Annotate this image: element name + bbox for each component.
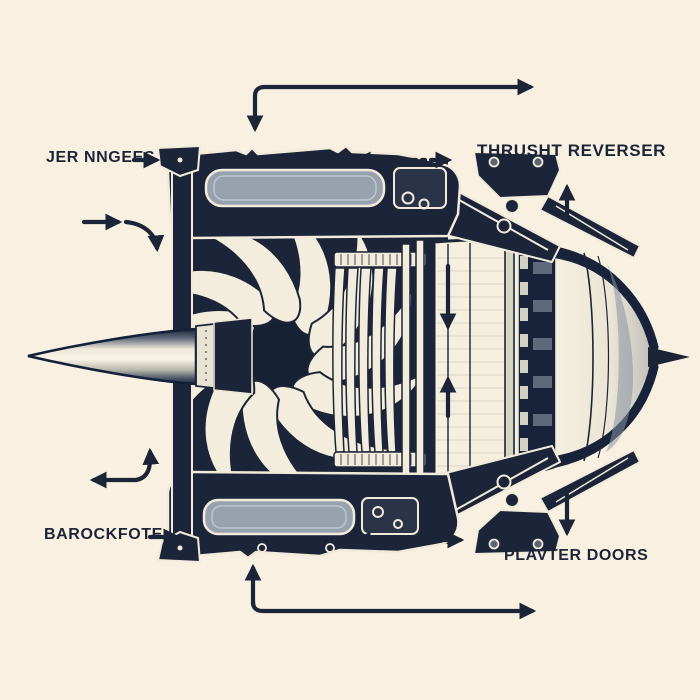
bottom-subpanel [361, 497, 419, 535]
aft-shading [556, 250, 657, 464]
cone-body [27, 327, 198, 386]
bottom-panel [202, 498, 356, 536]
guide-vanes [332, 239, 427, 481]
latch [325, 543, 335, 553]
exhaust-spike [648, 347, 690, 367]
aft-gray-band [606, 262, 633, 452]
label-bottom-left: BAROCKFOTE [44, 526, 163, 543]
bottom-cowl-frame [166, 470, 562, 560]
top-pivot [496, 218, 512, 234]
aft-top-crescent [547, 248, 659, 352]
aft-cowl [432, 238, 690, 482]
label-top-left: JER NNGEES [46, 149, 156, 166]
label-planter-doors: PLAVTER DOORS [504, 547, 649, 564]
cone-hub [213, 317, 253, 395]
aft-seam [597, 255, 610, 459]
label-thrust-reverser: THRUSHT REVERSER [477, 141, 667, 160]
top-subpanel [393, 167, 447, 209]
latch [257, 543, 267, 553]
bottom-pivot [496, 474, 512, 490]
spinner-cone [27, 317, 253, 395]
ring-segments [533, 262, 552, 426]
callout-arrow-bottom-horizontal [250, 599, 537, 620]
cone-collar [195, 322, 215, 390]
hook-arrow-lower-left-v [133, 447, 160, 483]
cowl-seam-band [504, 244, 515, 476]
top-cowl-frame [166, 144, 562, 240]
callout-arrows [81, 78, 576, 620]
aft-seam [583, 252, 594, 462]
top-panel [204, 168, 386, 208]
callout-arrow-top-horizontal [252, 78, 535, 99]
thrust-reverser-ring [517, 246, 557, 470]
case-flange-bar [415, 239, 425, 481]
ring-slots [520, 256, 528, 451]
case-flange-bar [401, 243, 411, 477]
cowl-hatching [437, 257, 514, 467]
hook-arrow-upper-left-v [123, 219, 165, 253]
